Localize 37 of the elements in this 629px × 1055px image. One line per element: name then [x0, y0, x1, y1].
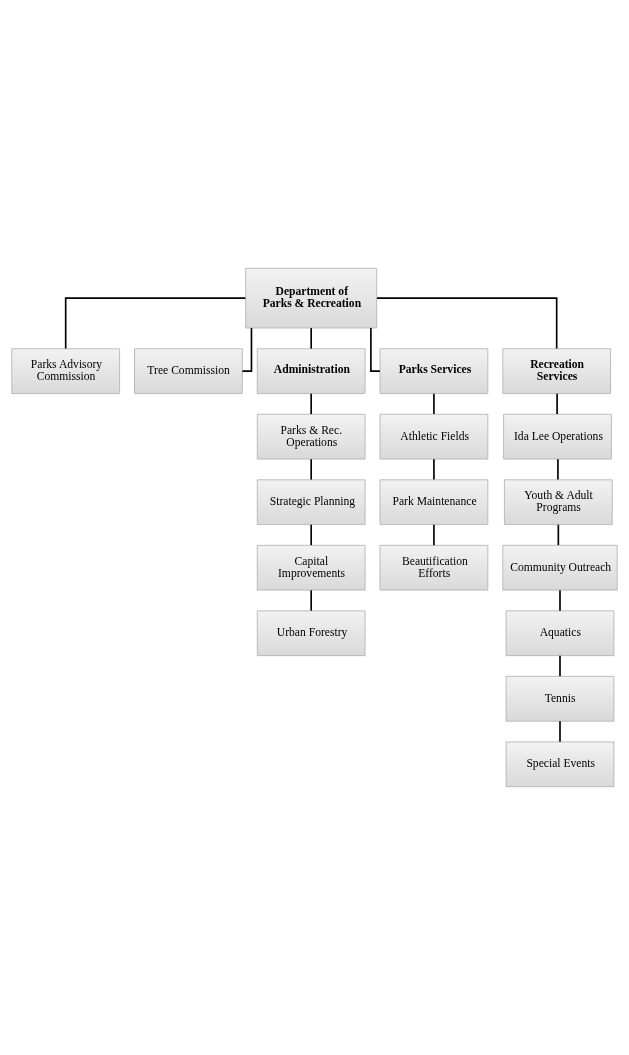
node-box: Community Outreach — [502, 544, 618, 591]
node-box: Tennis — [505, 675, 615, 722]
node-box: Ida Lee Operations — [503, 413, 612, 460]
connector — [310, 392, 312, 415]
node-box: Parks & Rec. Operations — [256, 413, 366, 460]
connector — [559, 654, 561, 677]
node-box: Urban Forestry — [256, 610, 366, 657]
node-box: Athletic Fields — [379, 413, 489, 460]
node-box: Special Events — [505, 741, 615, 788]
connector — [370, 327, 381, 372]
connector — [557, 523, 560, 546]
node-box: Parks Services — [379, 348, 489, 394]
node-box: Aquatics — [505, 610, 615, 657]
node-box: Capital Improvements — [256, 544, 366, 591]
connector — [376, 297, 558, 350]
node-box: Beautification Efforts — [379, 544, 489, 591]
connector — [556, 392, 558, 415]
node-box: Youth & Adult Programs — [504, 479, 613, 525]
node-box: Strategic Planning — [256, 479, 366, 525]
connector — [433, 523, 435, 546]
node-box: Parks Advisory Commission — [11, 348, 120, 394]
connector — [559, 720, 561, 743]
node-box: Tree Commission — [134, 348, 243, 394]
connector — [433, 392, 435, 415]
node-box: Park Maintenance — [379, 479, 489, 525]
connector — [310, 589, 312, 612]
connector — [64, 297, 247, 350]
node-box: Recreation Services — [502, 348, 611, 394]
connector — [433, 458, 435, 481]
connector — [310, 458, 312, 481]
node-box: Department of Parks & Recreation — [245, 267, 378, 329]
connector — [310, 327, 312, 350]
connector — [241, 327, 253, 372]
connector — [559, 589, 561, 612]
connector — [310, 523, 312, 546]
node-box: Administration — [256, 348, 366, 394]
connector — [557, 458, 559, 481]
